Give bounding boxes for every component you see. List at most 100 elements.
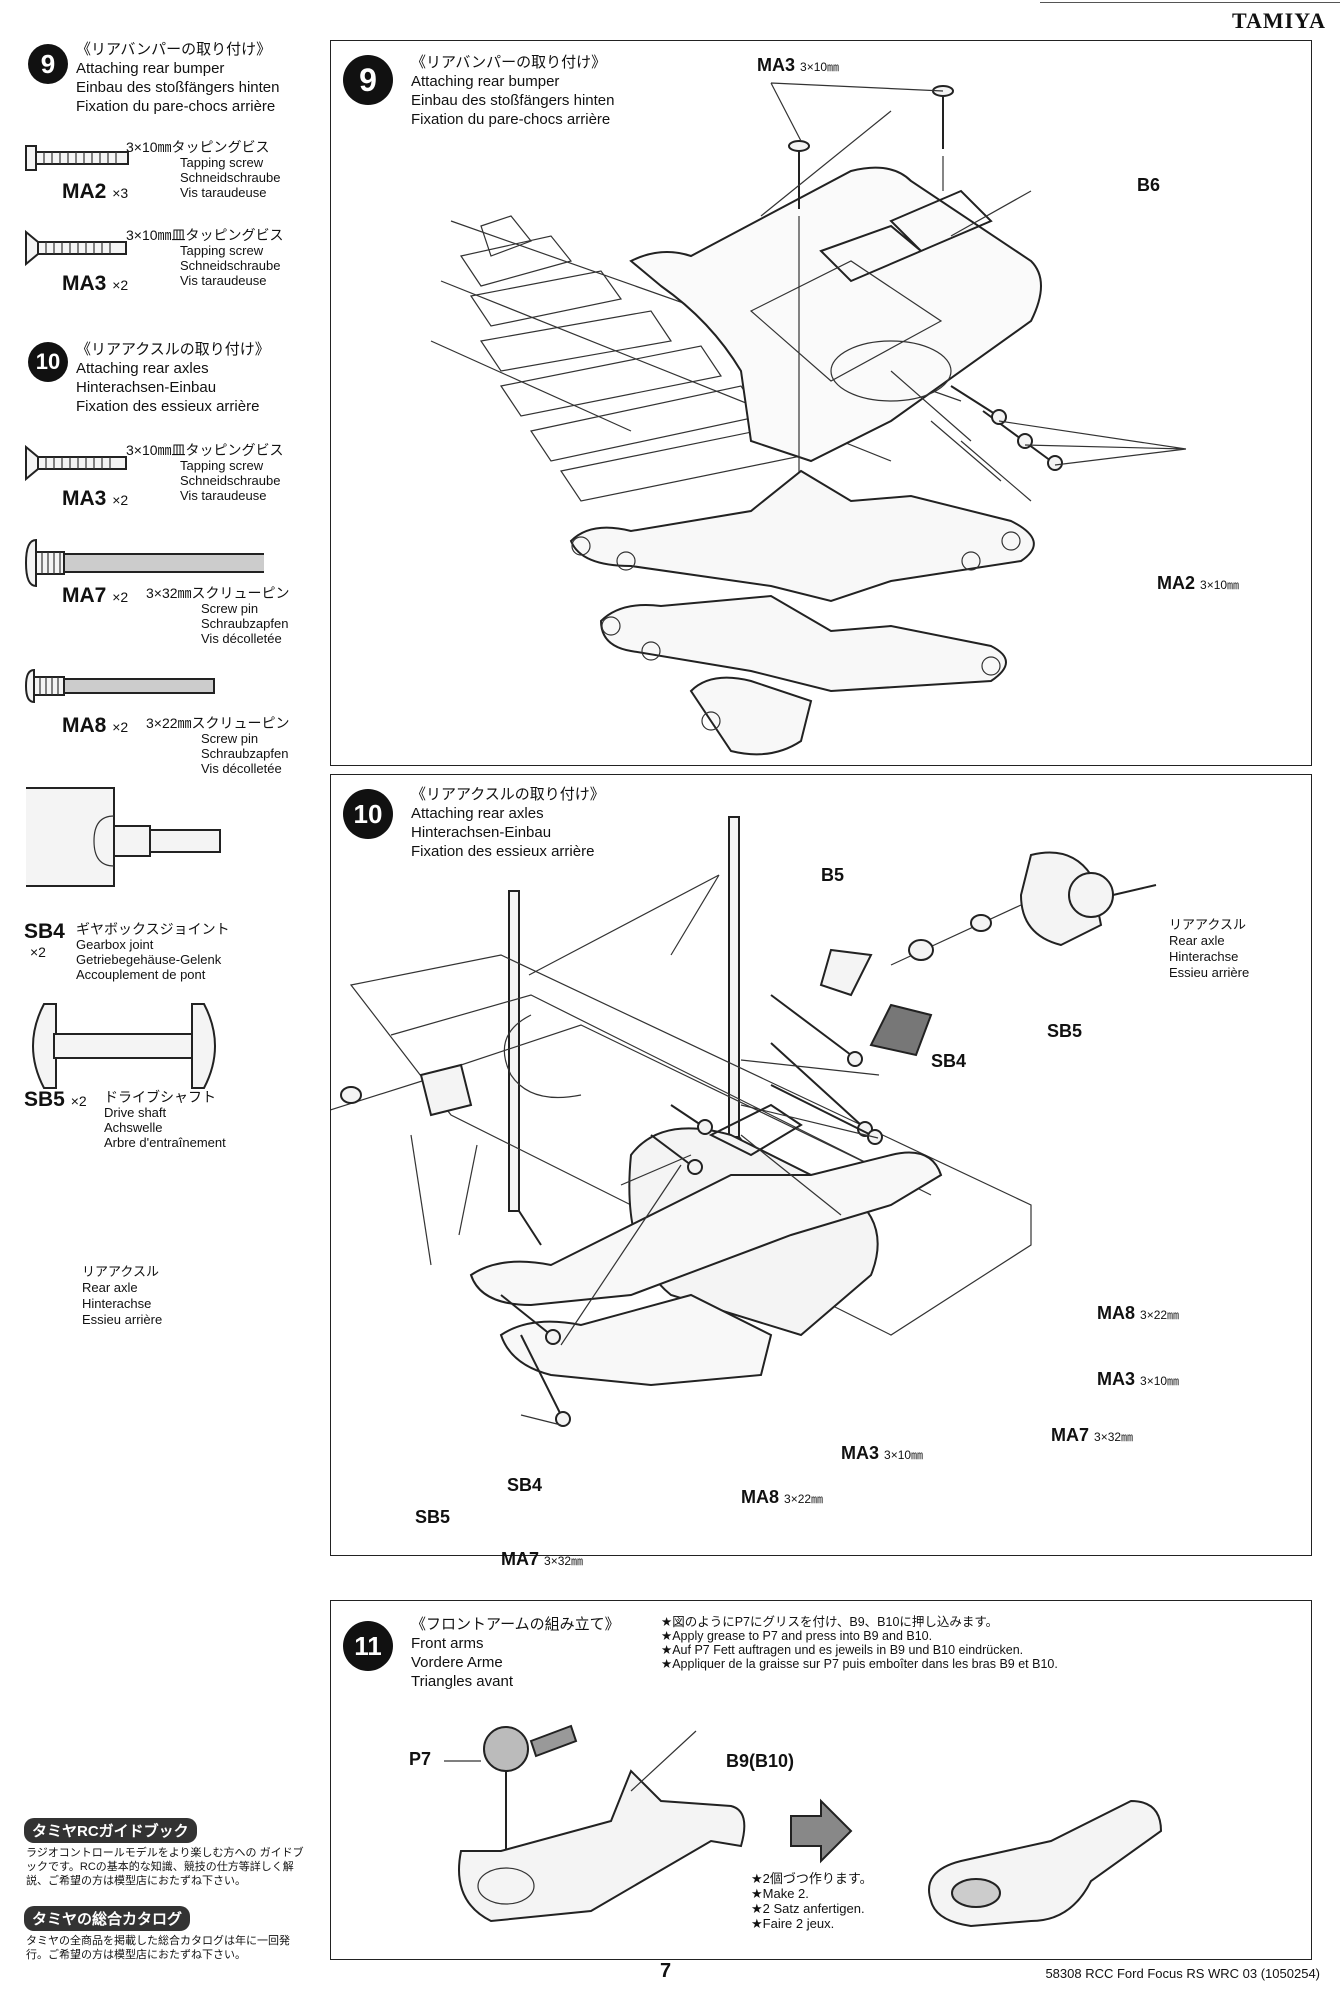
front-arm-diagram — [444, 1724, 1163, 1928]
label-sb5-bottom: SB5 — [415, 1507, 451, 1527]
part-qty: ×2 — [112, 589, 129, 605]
title-jp: 《リアアクスルの取り付け》 — [411, 786, 605, 803]
sidebar-step9-title: 《リアバンパーの取り付け》 Attaching rear bumper Einb… — [76, 40, 279, 116]
title-jp: 《リアアクスルの取り付け》 — [76, 341, 270, 358]
panel-step-10: 10 《リアアクスルの取り付け》 Attaching rear axles Hi… — [330, 774, 1312, 1569]
label-ma7-right: MA7 3×32㎜ — [1051, 1425, 1134, 1445]
part-en: Screw pin — [201, 731, 259, 746]
part-size: 3×22㎜スクリューピン — [146, 715, 290, 731]
title-fr: Fixation des essieux arrière — [76, 398, 260, 415]
part-qty: ×3 — [112, 185, 129, 201]
part-size: 3×32㎜スクリューピン — [146, 585, 290, 601]
label-sb5-top: SB5 — [1047, 1021, 1083, 1041]
title-fr: Fixation des essieux arrière — [411, 843, 595, 860]
countersunk-screw-icon — [25, 444, 127, 482]
label-rear-axle-right: リアアクスル Rear axle Hinterachse Essieu arri… — [1169, 917, 1250, 980]
part-qty: ×2 — [112, 277, 129, 293]
catalog-text: タミヤの全商品を掲載した総合カタログは年に一回発行。ご希望の方は模型店におたずね… — [26, 1935, 290, 1961]
label-sb4-bottom: SB4 — [507, 1475, 543, 1495]
part-code: MA7 — [62, 584, 107, 607]
part-qty: ×2 — [70, 1093, 87, 1109]
part-size: 3×10㎜皿タッピングビス — [126, 227, 284, 243]
label-b5: B5 — [821, 865, 845, 885]
step-11-badge: 11 — [343, 1621, 393, 1671]
part-de: Schneidschraube — [180, 170, 281, 185]
part-de: Schraubzapfen — [201, 746, 289, 761]
part-fr: Arbre d'entraînement — [104, 1135, 226, 1150]
part-en: Tapping screw — [180, 155, 264, 170]
title-de: Einbau des stoßfängers hinten — [76, 79, 280, 96]
title-jp: 《リアバンパーの取り付け》 — [411, 54, 607, 71]
product-code: 58308 RCC Ford Focus RS WRC 03 (1050254) — [1045, 1966, 1320, 1981]
ma2-screws — [890, 370, 1063, 502]
title-de: Einbau des stoßfängers hinten — [411, 92, 615, 109]
sidebar-step10-title: 《リアアクスルの取り付け》 Attaching rear axles Hinte… — [76, 340, 270, 416]
part-ma8: MA8 ×2 3×22㎜スクリューピン Screw pin Schraubzap… — [24, 668, 324, 776]
part-en: Gearbox joint — [76, 937, 154, 952]
label-ma3-center: MA3 3×10㎜ — [841, 1443, 924, 1463]
step-9-badge: 9 — [28, 44, 68, 84]
part-code: MA3 — [62, 272, 107, 295]
label-b9: B9(B10) — [726, 1751, 795, 1771]
part-qty: ×2 — [112, 719, 129, 735]
panel9-title: 《リアバンパーの取り付け》 Attaching rear bumper Einb… — [411, 53, 614, 129]
title-de: Hinterachsen-Einbau — [411, 824, 552, 841]
part-ma7: MA7 ×2 3×32㎜スクリューピン Screw pin Schraubzap… — [24, 538, 324, 646]
screw-icon — [25, 145, 129, 171]
title-en: Attaching rear bumper — [411, 73, 560, 90]
part-code: MA3 — [62, 487, 107, 510]
label-ma8-right: MA8 3×22㎜ — [1097, 1303, 1180, 1323]
label-ma2: MA2 3×10㎜ — [1157, 573, 1240, 593]
panel11-instructions: ★図のようにP7にグリスを付け、B9、B10に押し込みます。 ★Apply gr… — [661, 1615, 1058, 1671]
step-10-badge: 10 — [343, 789, 393, 839]
panel-step-9: 9 《リアバンパーの取り付け》 Attaching rear bumper Ei… — [330, 40, 1312, 766]
title-en: Attaching rear bumper — [76, 60, 225, 77]
countersunk-screw-icon — [25, 229, 127, 267]
part-en: Tapping screw — [180, 243, 264, 258]
rear-bumper-diagram — [430, 82, 1187, 756]
title-en: Attaching rear axles — [76, 360, 209, 377]
part-ma2: MA2 ×3 3×10㎜タッピングビス Tapping screw Schnei… — [24, 140, 324, 210]
part-de: Schneidschraube — [180, 258, 281, 273]
panel-step-11: 11 《フロントアームの組み立て》 Front arms Vordere Arm… — [330, 1600, 1312, 1960]
screw-pin-icon — [24, 668, 215, 704]
rear-axle-right — [819, 851, 1157, 1057]
part-sb5: SB5 ×2 ドライブシャフト Drive shaft Achswelle Ar… — [24, 996, 324, 1166]
panel10-title: 《リアアクスルの取り付け》 Attaching rear axles Hinte… — [411, 785, 605, 861]
brand-logo: TAMIYA — [1231, 8, 1326, 33]
part-size: 3×10㎜皿タッピングビス — [126, 442, 284, 458]
part-fr: Vis taraudeuse — [180, 488, 267, 503]
title-jp: 《リアバンパーの取り付け》 — [76, 41, 272, 58]
header-rule — [1040, 2, 1340, 3]
part-sb4: SB4 ×2 ギヤボックスジョイント Gearbox joint Getrieb… — [24, 786, 324, 986]
title-en: Attaching rear axles — [411, 805, 544, 822]
title-fr: Fixation du pare-chocs arrière — [76, 98, 276, 115]
part-qty: ×2 — [30, 944, 46, 960]
part-code: SB4 — [24, 920, 65, 943]
guidebook-text: ラジオコントロールモデルをより楽しむ方への ガイドブックです。RCの基本的な知識… — [26, 1847, 304, 1887]
part-ma3-step10: MA3 ×2 3×10㎜皿タッピングビス Tapping screw Schne… — [24, 443, 324, 513]
drive-shaft-icon — [32, 1003, 216, 1089]
part-code: MA8 — [62, 714, 107, 737]
part-fr: Accouplement de pont — [76, 967, 206, 982]
title-de: Hinterachsen-Einbau — [76, 379, 217, 396]
title-en: Front arms — [411, 1635, 484, 1652]
screw-pin-icon — [24, 538, 264, 588]
label-sb4-top: SB4 — [931, 1051, 967, 1071]
title-jp: 《フロントアームの組み立て》 — [411, 1616, 620, 1633]
step-10-badge: 10 — [28, 342, 68, 382]
part-code: SB5 — [24, 1088, 65, 1111]
part-fr: Vis décolletée — [201, 761, 282, 776]
part-de: Achswelle — [104, 1120, 163, 1135]
arrow-icon — [790, 1798, 853, 1864]
part-de: Getriebegehäuse-Gelenk — [76, 952, 222, 967]
label-p7: P7 — [409, 1749, 432, 1769]
label-ma3-right: MA3 3×10㎜ — [1097, 1369, 1180, 1389]
label-ma8-center: MA8 3×22㎜ — [741, 1487, 824, 1507]
rear-axle-left — [331, 1063, 473, 1117]
rear-axle-diagram — [331, 816, 1157, 1427]
part-fr: Vis taraudeuse — [180, 185, 267, 200]
label-ma7-bottom: MA7 3×32㎜ — [501, 1549, 584, 1569]
guidebook-title: タミヤRCガイドブック — [24, 1818, 197, 1843]
title-de: Vordere Arme — [411, 1654, 503, 1671]
